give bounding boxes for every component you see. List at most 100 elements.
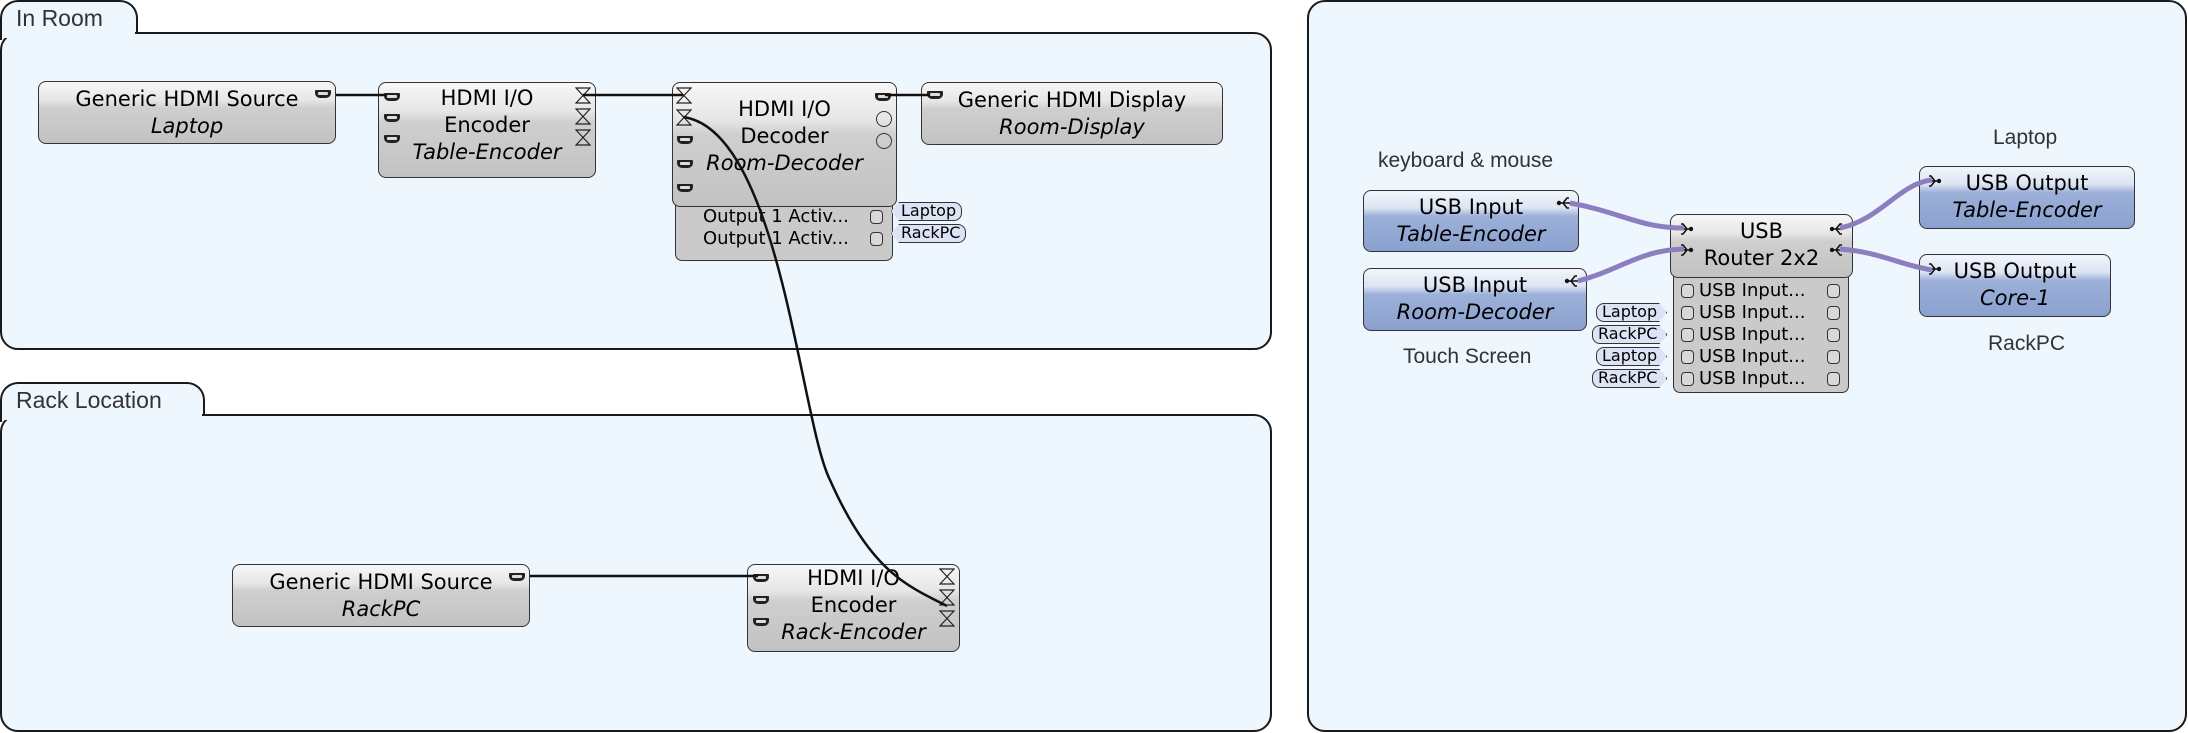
output-checkbox[interactable] — [870, 232, 883, 246]
decoder-output-tag-rackpc[interactable]: RackPC — [891, 224, 967, 243]
node-type: USB Output — [1965, 171, 2089, 195]
decoder-output-row[interactable]: Output 1 Activ... — [676, 206, 892, 228]
status-circle-icon — [876, 133, 892, 149]
hdmi-output-port-icon[interactable] — [875, 93, 891, 101]
output-checkbox[interactable] — [870, 210, 883, 224]
node-name: Room-Decoder — [1396, 300, 1554, 324]
hdmi-input-port-icon[interactable] — [927, 91, 943, 99]
router-row[interactable]: USB Input... — [1674, 302, 1848, 324]
node-name: RackPC — [341, 597, 421, 621]
row-label: USB Input... — [1699, 302, 1806, 323]
node-name: Room-Display — [999, 115, 1145, 139]
node-room-decoder[interactable]: HDMI I/O Decoder Room-Decoder — [672, 82, 897, 207]
node-type-line2: Encoder — [810, 593, 897, 617]
stream-port-icon[interactable] — [575, 87, 591, 104]
node-rackpc-source[interactable]: Generic HDMI Source RackPC — [232, 564, 530, 627]
node-type-line2: Decoder — [740, 124, 829, 148]
node-usb-input-table-encoder[interactable]: USB Input Table-Encoder — [1363, 190, 1579, 252]
router-row-tag-laptop[interactable]: Laptop — [1596, 347, 1667, 366]
row-checkbox-left[interactable] — [1681, 350, 1694, 364]
row-checkbox-right[interactable] — [1827, 328, 1840, 342]
node-type-line1: HDMI I/O — [738, 97, 831, 121]
in-room-tab-cover — [3, 30, 135, 38]
status-circle-icon — [876, 111, 892, 127]
node-usb-router[interactable]: USB Router 2x2 — [1670, 214, 1853, 278]
node-name: Room-Decoder — [706, 151, 863, 175]
router-row-tag-laptop[interactable]: Laptop — [1596, 303, 1667, 322]
row-checkbox-left[interactable] — [1681, 372, 1694, 386]
router-row-tag-rackpc[interactable]: RackPC — [1592, 325, 1667, 344]
stream-port-icon[interactable] — [575, 108, 591, 125]
row-checkbox-left[interactable] — [1681, 328, 1694, 342]
label-rackpc: RackPC — [1988, 332, 2066, 355]
hdmi-input-port-icon[interactable] — [384, 93, 400, 101]
node-laptop-source[interactable]: Generic HDMI Source Laptop — [38, 81, 336, 144]
row-checkbox-right[interactable] — [1827, 372, 1840, 386]
node-room-display[interactable]: Generic HDMI Display Room-Display — [921, 82, 1223, 145]
node-name: Table-Encoder — [1396, 222, 1546, 246]
node-table-encoder[interactable]: HDMI I/O Encoder Table-Encoder — [378, 82, 596, 178]
row-checkbox-right[interactable] — [1827, 284, 1840, 298]
node-rack-encoder[interactable]: HDMI I/O Encoder Rack-Encoder — [747, 564, 960, 652]
usb-input-port-icon[interactable] — [1678, 242, 1694, 258]
node-type-line2: Router 2x2 — [1703, 246, 1820, 270]
hdmi-input-port-icon[interactable] — [753, 618, 769, 626]
row-checkbox-left[interactable] — [1681, 284, 1694, 298]
rack-location-group — [0, 414, 1272, 732]
stream-port-icon[interactable] — [939, 568, 955, 585]
usb-port-icon[interactable] — [1926, 261, 1942, 277]
decoder-output-tag-laptop[interactable]: Laptop — [891, 202, 963, 221]
node-usb-input-room-decoder[interactable]: USB Input Room-Decoder — [1363, 268, 1587, 331]
node-name: Table-Encoder — [1952, 198, 2102, 222]
usb-port-icon[interactable] — [1926, 173, 1942, 189]
row-label: USB Input... — [1699, 280, 1806, 301]
stream-port-icon[interactable] — [676, 109, 692, 126]
row-checkbox-right[interactable] — [1827, 350, 1840, 364]
usb-output-port-icon[interactable] — [1829, 221, 1845, 237]
row-checkbox-left[interactable] — [1681, 306, 1694, 320]
usb-port-icon[interactable] — [1556, 195, 1572, 211]
usb-input-port-icon[interactable] — [1678, 221, 1694, 237]
node-type: USB Input — [1418, 195, 1524, 219]
output-label: Output 1 Activ... — [703, 206, 849, 227]
stream-port-icon[interactable] — [676, 87, 692, 104]
hdmi-output-port-icon[interactable] — [509, 573, 525, 581]
usb-output-port-icon[interactable] — [1829, 242, 1845, 258]
in-room-group — [0, 32, 1272, 350]
node-name: Core-1 — [1979, 286, 2050, 310]
hdmi-input-port-icon[interactable] — [384, 114, 400, 122]
rack-location-tab-cover — [3, 412, 202, 420]
router-row-tag-rackpc[interactable]: RackPC — [1592, 369, 1667, 388]
stream-port-icon[interactable] — [575, 129, 591, 146]
node-usb-output-core1[interactable]: USB Output Core-1 — [1919, 254, 2111, 317]
in-room-title: In Room — [16, 5, 103, 31]
router-row[interactable]: USB Input... — [1674, 280, 1848, 302]
hdmi-port-icon[interactable] — [677, 136, 693, 144]
label-laptop: Laptop — [1993, 126, 2058, 149]
node-type-line1: USB — [1739, 219, 1784, 243]
stream-port-icon[interactable] — [939, 589, 955, 606]
hdmi-input-port-icon[interactable] — [753, 574, 769, 582]
node-usb-output-table-encoder[interactable]: USB Output Table-Encoder — [1919, 166, 2135, 229]
hdmi-port-icon[interactable] — [677, 160, 693, 168]
room-decoder-outputs-panel: Output 1 Activ... Output 1 Activ... — [675, 200, 893, 261]
node-name: Table-Encoder — [412, 140, 562, 164]
router-row[interactable]: USB Input... — [1674, 368, 1848, 390]
hdmi-output-port-icon[interactable] — [315, 90, 331, 98]
router-row[interactable]: USB Input... — [1674, 346, 1848, 368]
node-name: Laptop — [150, 114, 224, 138]
usb-port-icon[interactable] — [1564, 273, 1580, 289]
hdmi-input-port-icon[interactable] — [384, 135, 400, 143]
router-row[interactable]: USB Input... — [1674, 324, 1848, 346]
decoder-output-row[interactable]: Output 1 Activ... — [676, 228, 892, 250]
rack-location-title: Rack Location — [16, 387, 162, 413]
output-label: Output 1 Activ... — [703, 228, 849, 249]
node-type-line1: HDMI I/O — [807, 566, 900, 590]
label-keyboard-mouse: keyboard & mouse — [1378, 149, 1554, 172]
hdmi-port-icon[interactable] — [677, 184, 693, 192]
hdmi-input-port-icon[interactable] — [753, 596, 769, 604]
router-inputs-panel: USB Input... USB Input... USB Input... U… — [1673, 276, 1849, 393]
node-type: Generic HDMI Source — [269, 570, 493, 594]
stream-port-icon[interactable] — [939, 610, 955, 627]
row-checkbox-right[interactable] — [1827, 306, 1840, 320]
